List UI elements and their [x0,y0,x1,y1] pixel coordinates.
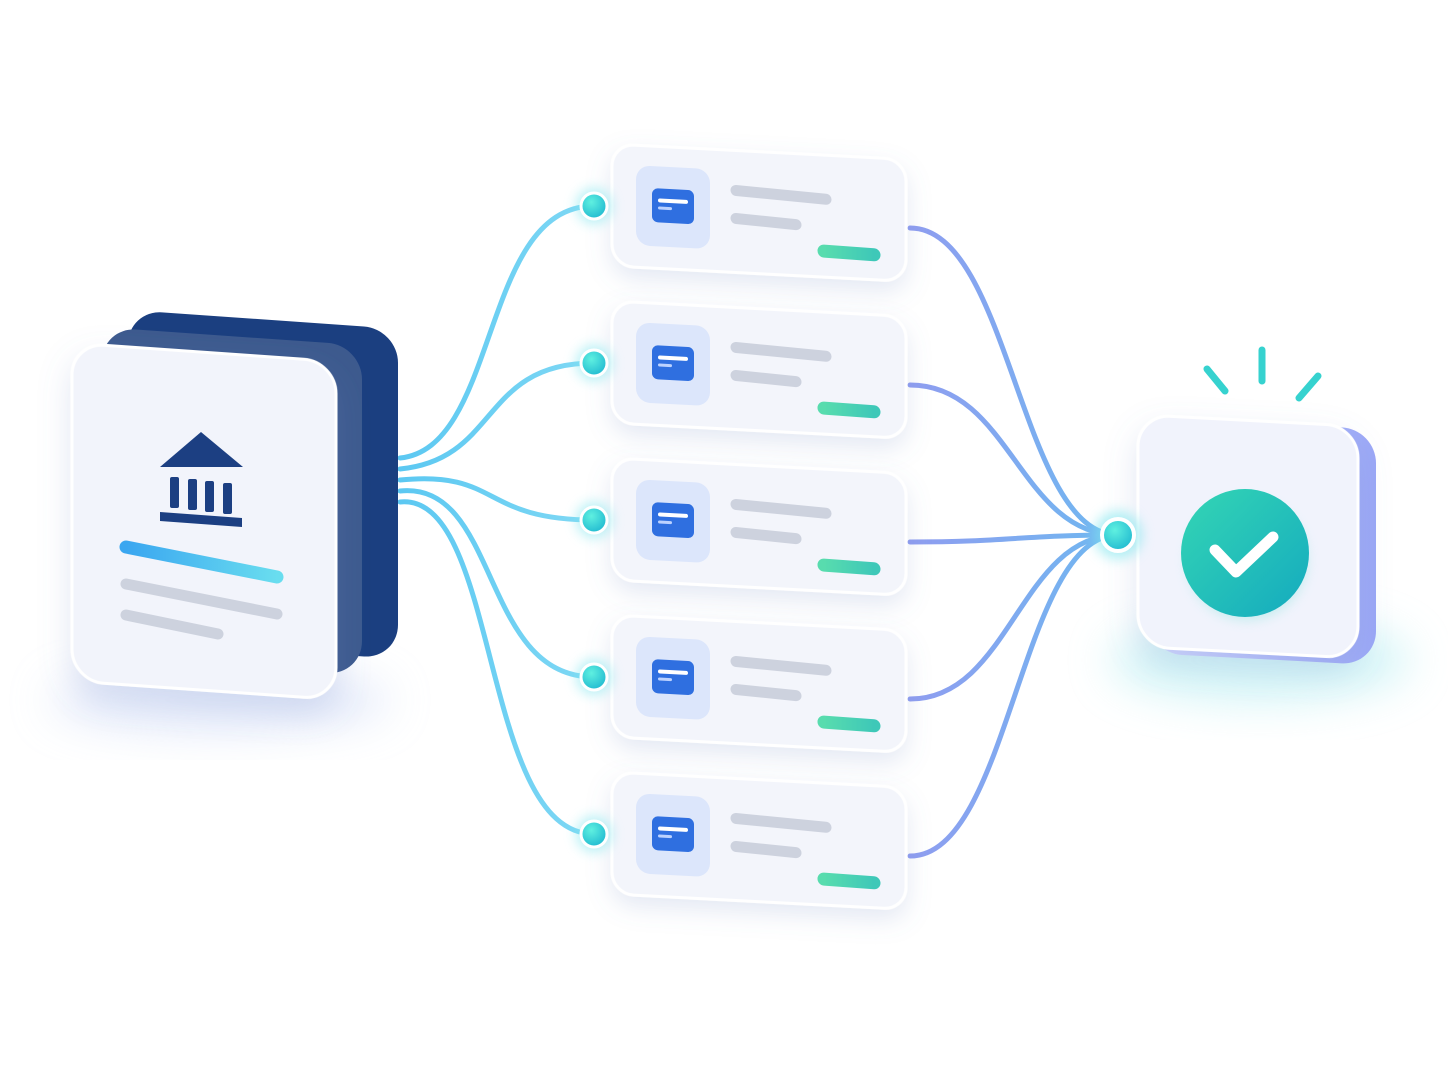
source-document-stack [50,312,398,730]
success-spark-lines [1203,346,1322,402]
connector-node [579,191,609,221]
connector-line [907,532,1121,859]
card-text-line [730,498,832,519]
process-card-list [610,143,908,910]
connector-line [397,203,597,461]
card-icon [652,502,694,538]
connectors [397,203,1121,859]
card-status-bar [817,244,881,262]
card-icon [652,345,694,381]
card-icon [652,188,694,224]
card-text-line-short [730,369,802,388]
card-icon [652,816,694,852]
connector-line [907,532,1121,545]
verification-panel [1110,346,1410,700]
process-card [610,300,908,439]
connector-line [397,488,597,680]
connector-line [397,476,597,523]
connector-line [907,225,1121,538]
card-status-bar [817,558,881,576]
card-icon [652,659,694,695]
source-text-line-short [120,609,224,640]
process-card [610,614,908,753]
connector-node [579,819,609,849]
connector-line [397,499,597,837]
card-status-bar [817,715,881,733]
card-text-line-short [730,840,802,859]
card-text-line [730,184,832,205]
card-text-line [730,655,832,676]
connector-line [907,532,1121,702]
card-text-line [730,812,832,833]
card-status-bar [817,872,881,890]
card-text-line-short [730,526,802,545]
card-text-line [730,341,832,362]
bank-icon [160,432,243,527]
source-accent-line [119,540,284,584]
connector-line [397,360,597,472]
connector-node [579,662,609,692]
connector-node [579,348,609,378]
process-card [610,771,908,910]
process-card [610,457,908,596]
check-circle-icon [1181,489,1309,617]
connector-node [579,505,609,535]
card-text-line-short [730,212,802,231]
hub-node [1100,517,1136,553]
connector-nodes [576,188,1142,852]
process-card [610,143,908,282]
card-status-bar [817,401,881,419]
source-text-line [120,578,283,620]
card-text-line-short [730,683,802,702]
connector-line [907,382,1121,538]
